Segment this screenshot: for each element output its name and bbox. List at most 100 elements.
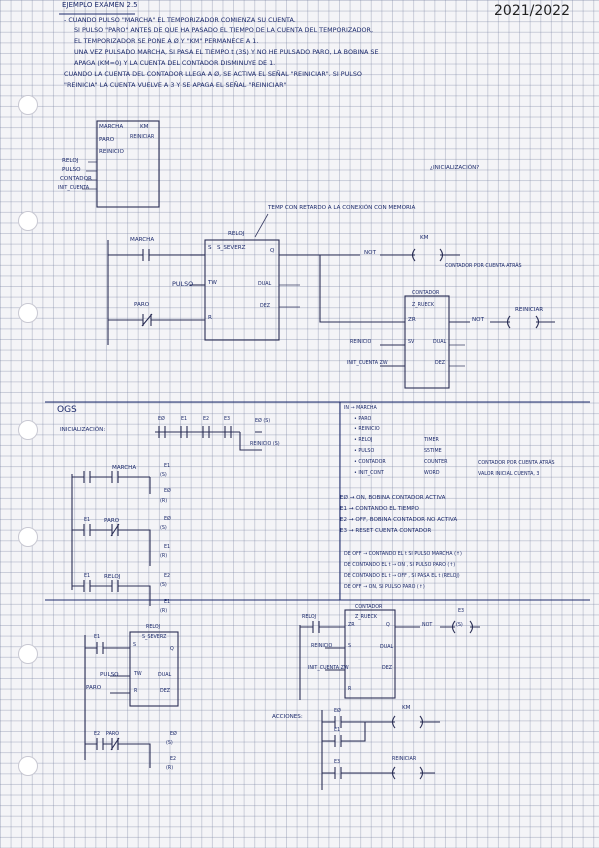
- block-output: KM: [140, 124, 149, 130]
- q-pin-3: Q: [386, 623, 390, 628]
- state-desc: EØ → ON, BOBINA CONTADOR ACTIVA: [340, 495, 446, 501]
- io-row: • PULSO: [354, 449, 375, 454]
- reloj-contact: RELOJ: [104, 574, 121, 580]
- statement-line: APAGA (KM=0) Y LA CUENTA DEL CONTADOR DI…: [74, 59, 276, 67]
- statement-line: - CUANDO PULSO "MARCHA" EL TEMPORIZADOR …: [64, 16, 296, 24]
- e1-coil: E1: [164, 464, 171, 469]
- reiniciar-label: REINICIAR: [515, 307, 544, 313]
- dez2-pin: DEZ: [435, 361, 446, 366]
- s-coil-4: (S): [166, 741, 173, 746]
- transition: DE CONTANDO EL t → ON , SI PULSO PARO (↑…: [344, 563, 456, 568]
- tw-pin-2: TW: [134, 672, 142, 677]
- reiniciar-coil: REINICIAR: [392, 757, 417, 762]
- e0-contact-a: EØ: [334, 709, 341, 714]
- dez-pin-2: DEZ: [160, 689, 171, 694]
- r-coil: (R): [160, 499, 168, 504]
- counter-note: CONTADOR POR CUENTA ATRÁS: [445, 264, 522, 269]
- io-row: • PARO: [354, 417, 372, 422]
- reinicio-coil: REINICIO (S): [250, 442, 280, 447]
- exercise-title: EJEMPLO EXAMEN 2.5: [62, 1, 138, 9]
- ogs-title: OGS: [57, 405, 77, 415]
- counter-box-1: [404, 295, 450, 389]
- io-type: COUNTER: [424, 460, 448, 465]
- binder-hole: [18, 95, 38, 115]
- e3-contact-a: E3: [334, 760, 341, 765]
- io-desc: CONTADOR POR CUENTA ATRÁS: [478, 461, 555, 466]
- reinicio-label: REINICIO: [350, 340, 372, 345]
- transition: DE OFF → CONTANDO EL t SI PULSO MARCHA (…: [344, 552, 462, 557]
- reloj-label-2: RELOJ: [146, 625, 161, 630]
- acciones-label: ACCIONES:: [272, 714, 303, 720]
- state-e3: E3: [224, 417, 231, 422]
- state-desc: E2 → OFF, BOBINA CONTADOR NO ACTIVA: [340, 517, 458, 523]
- q-pin: Q: [270, 248, 275, 254]
- statement-line: UNA VEZ PULSADO MARCHA, SI PASA EL TIEMP…: [74, 48, 379, 56]
- q-pin-2: Q: [170, 647, 174, 652]
- io-row: IN → MARCHA: [344, 406, 377, 411]
- block-input: MARCHA: [99, 124, 124, 130]
- marcha-label: MARCHA: [130, 237, 155, 243]
- transition: DE CONTANDO EL t → OFF , SI PASA EL t (R…: [344, 574, 460, 579]
- init-question: ¿INICIALIZACIÓN?: [430, 165, 480, 171]
- state-e1: E1: [181, 417, 188, 422]
- paro-label: PARO: [134, 302, 150, 308]
- io-row: • REINICIO: [354, 427, 380, 432]
- state-desc: E3 → RESET CUENTA CONTADOR: [340, 528, 432, 534]
- e1-contact-a: E1: [334, 728, 341, 733]
- r-pin-3: R: [348, 687, 352, 692]
- io-desc: VALOR INICIAL CUENTA, 3: [478, 472, 540, 477]
- e1-contact-3: E1: [94, 635, 101, 640]
- block-input: REINICIO: [99, 149, 124, 155]
- dual-pin-3: DUAL: [380, 645, 394, 650]
- dez-pin: DEZ: [260, 304, 271, 309]
- timer-note: TEMP CON RETARDO A LA CONEXIÓN CON MEMOR…: [268, 205, 416, 211]
- e1-contact-2: E1: [84, 574, 91, 579]
- io-row: • RELOJ: [354, 438, 373, 443]
- dual-pin-2: DUAL: [158, 673, 172, 678]
- dual2-pin: DUAL: [433, 340, 447, 345]
- e0-coil-3: EØ: [170, 732, 177, 737]
- statement-line: CUANDO LA CUENTA DEL CONTADOR LLEGA A Ø,…: [64, 70, 362, 78]
- block-symbol: [96, 120, 160, 208]
- block-input: PARO: [99, 137, 115, 143]
- timer-type-2: S_SEVERZ: [142, 635, 167, 640]
- state-e0: EØ: [158, 417, 165, 422]
- io-row: • CONTADOR: [354, 460, 386, 465]
- counter-box-2: [344, 609, 396, 699]
- binder-hole: [18, 420, 38, 440]
- block-var: CONTADOR: [60, 176, 92, 182]
- marcha-contact: MARCHA: [112, 465, 137, 471]
- timer-type: S_SEVERZ: [217, 245, 246, 251]
- io-row: • INIT_CONT: [354, 471, 384, 476]
- contador-label-2: CONTADOR: [355, 605, 383, 610]
- e2-coil: E2: [164, 574, 171, 579]
- r-coil-4: (R): [166, 766, 174, 771]
- e1-contact: E1: [84, 518, 91, 523]
- zw-label-2: INIT_CUENTA ZW: [308, 666, 349, 671]
- not-gate-3: NOT: [422, 623, 433, 628]
- s-coil-2: (S): [160, 526, 167, 531]
- reloj-label: RELOJ: [228, 231, 245, 237]
- set-e0-coil: EØ (S): [255, 419, 271, 424]
- contador-label: CONTADOR: [412, 291, 440, 296]
- binder-hole: [18, 527, 38, 547]
- statement-line: "REINICIA" LA CUENTA VUELVE A 3 Y SE APA…: [64, 81, 287, 89]
- counter-type-2: Z_RUECK: [355, 615, 378, 620]
- block-var: INIT_CUENTA: [58, 186, 90, 191]
- s-pin-3: S: [348, 644, 352, 649]
- zr-pin: ZR: [408, 317, 416, 323]
- not-gate: NOT: [364, 250, 377, 256]
- io-type: WORD: [424, 471, 440, 476]
- e3-coil: E3: [458, 609, 465, 614]
- init-label: INICIALIZACIÓN:: [60, 427, 106, 433]
- e2-contact: E2: [94, 732, 101, 737]
- r-coil-2: (R): [160, 554, 168, 559]
- e0-coil: EØ: [164, 489, 171, 494]
- dual-pin: DUAL: [258, 282, 272, 287]
- pulso-label: PULSO: [172, 280, 194, 288]
- s-coil-3: (S): [160, 583, 167, 588]
- e2-coil-2: E2: [170, 757, 177, 762]
- pulso-label-2: PULSO: [100, 672, 119, 678]
